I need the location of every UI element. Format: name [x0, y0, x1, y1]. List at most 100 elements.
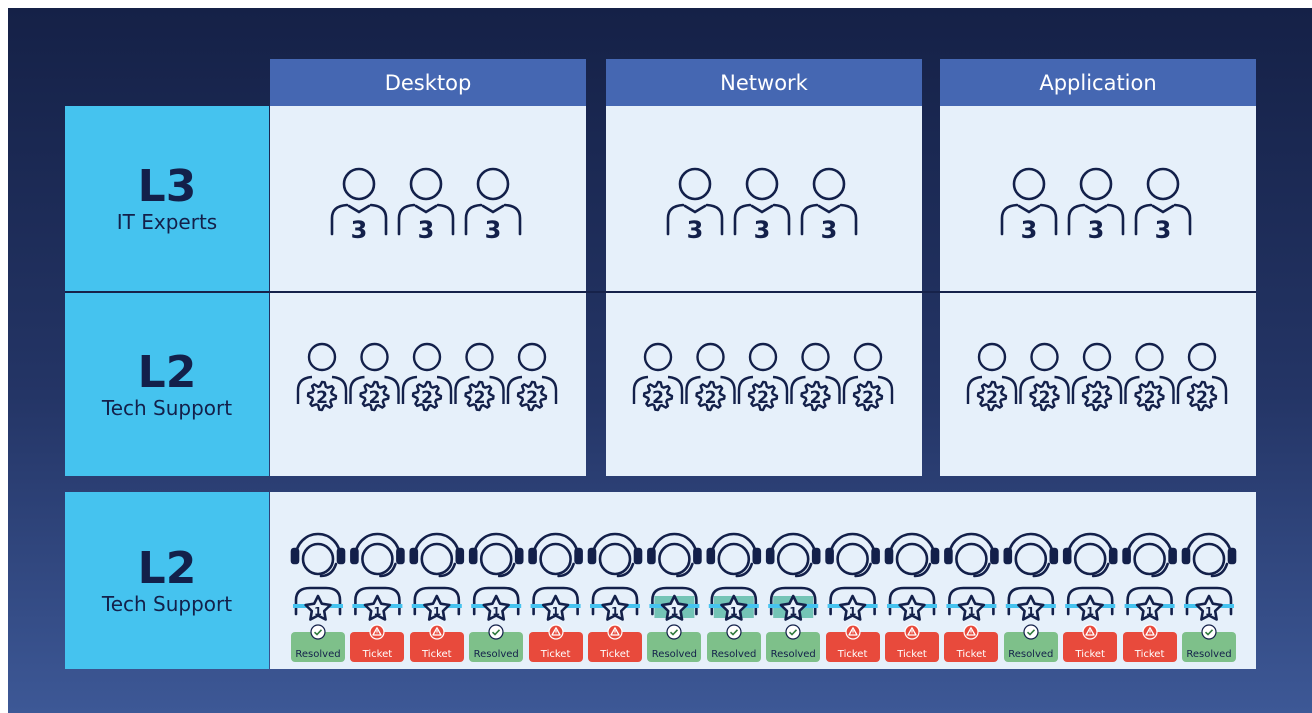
- row-divider: [65, 291, 1256, 293]
- user-icon: 3: [397, 167, 455, 244]
- status-label: Resolved: [473, 649, 519, 660]
- status-label: Resolved: [770, 649, 816, 660]
- badge-number: 2: [1196, 388, 1208, 408]
- headset-agent-icon: 1: [1062, 532, 1118, 621]
- gear-user-icon: 2: [506, 342, 558, 412]
- ticket-badge: Ticket: [409, 624, 464, 662]
- warning-icon: [844, 624, 861, 640]
- status-label: Ticket: [600, 649, 630, 660]
- badge-number: 2: [1091, 388, 1103, 408]
- badge-number: 1: [314, 605, 322, 618]
- checkmark-icon: [1201, 624, 1217, 640]
- badge-number: 1: [1027, 605, 1035, 618]
- ticket-badge: Ticket: [1122, 624, 1177, 662]
- column-header-application: Application: [940, 59, 1256, 106]
- status-label: Ticket: [837, 649, 868, 660]
- warning-icon: [547, 624, 564, 640]
- headset-agent-icon: 1: [706, 532, 762, 621]
- headset-agent-icon: 1: [1122, 532, 1177, 621]
- headset-agent-icon: 1: [825, 532, 880, 621]
- badge-number: 2: [474, 388, 486, 408]
- badge-number: 3: [1155, 216, 1172, 244]
- headset-agent-icon: 1: [290, 532, 346, 621]
- diagram-canvas: Desktop Network Application L3 IT Expert…: [8, 8, 1312, 713]
- warning-icon: [1141, 624, 1158, 640]
- badge-number: 1: [492, 605, 500, 618]
- ticket-badge: Ticket: [944, 624, 999, 662]
- gear-user-icon: 2: [1176, 342, 1228, 412]
- status-label: Ticket: [897, 649, 927, 660]
- badge-number: 1: [433, 605, 441, 618]
- column-label: Desktop: [384, 70, 472, 95]
- badge-number: 1: [552, 605, 560, 618]
- badge-number: 1: [789, 605, 797, 618]
- warning-icon: [963, 624, 979, 640]
- user-icon: 3: [800, 167, 858, 244]
- badge-number: 1: [968, 605, 976, 618]
- badge-number: 3: [351, 216, 368, 244]
- badge-number: 3: [485, 216, 502, 244]
- badge-number: 2: [652, 388, 664, 408]
- ticket-badge: Ticket: [1063, 624, 1118, 662]
- gear-user-icon: 2: [737, 342, 789, 412]
- checkmark-icon: [666, 624, 682, 640]
- headset-agent-icon: 1: [944, 532, 999, 621]
- level-title: IT Experts: [116, 209, 218, 234]
- resolved-badge: Resolved: [766, 624, 821, 662]
- ticket-badge: Ticket: [588, 624, 642, 662]
- checkmark-icon: [785, 624, 801, 640]
- gear-user-icon: 2: [1124, 342, 1175, 412]
- status-label: Ticket: [540, 649, 571, 660]
- warning-icon: [429, 624, 445, 640]
- badge-number: 2: [1144, 388, 1156, 408]
- gear-user-icon: 2: [454, 342, 505, 412]
- gear-user-icon: 2: [296, 342, 348, 412]
- row-header-bottom: L2 Tech Support: [65, 492, 269, 669]
- badge-number: 3: [821, 216, 838, 244]
- resolved-badge: Resolved: [647, 624, 702, 662]
- resolved-badge: Resolved: [1003, 624, 1058, 662]
- badge-number: 1: [1205, 605, 1213, 618]
- checkmark-icon: [310, 624, 326, 640]
- headset-agent-icon: 1: [468, 532, 524, 621]
- row-header-l2: L2 Tech Support: [65, 293, 269, 476]
- headset-agent-icon: 1: [350, 532, 405, 621]
- badge-number: 2: [986, 388, 998, 408]
- user-icon: 3: [1134, 167, 1192, 244]
- level-label: L2: [137, 542, 197, 594]
- checkmark-icon: [488, 624, 504, 640]
- status-label: Resolved: [651, 649, 697, 660]
- badge-number: 1: [908, 605, 916, 618]
- gear-user-icon: 2: [685, 342, 736, 412]
- gear-user-icon: 2: [966, 342, 1018, 412]
- badge-number: 1: [1146, 605, 1154, 618]
- user-icon: 3: [666, 167, 724, 244]
- gear-user-icon: 2: [349, 342, 400, 412]
- status-label: Ticket: [1134, 649, 1165, 660]
- badge-number: 3: [1088, 216, 1105, 244]
- badge-number: 3: [754, 216, 771, 244]
- resolved-badge: Resolved: [291, 624, 345, 662]
- status-label: Ticket: [1075, 649, 1105, 660]
- level-label: L3: [137, 160, 197, 212]
- badge-number: 3: [1021, 216, 1038, 244]
- badge-number: 1: [730, 605, 738, 618]
- ticket-badge: Ticket: [885, 624, 939, 662]
- resolved-badge: Resolved: [1182, 624, 1236, 662]
- badge-number: 2: [705, 388, 717, 408]
- badge-number: 1: [849, 605, 857, 618]
- checkmark-icon: [726, 624, 742, 640]
- badge-number: 2: [526, 388, 538, 408]
- status-label: Resolved: [1186, 649, 1232, 660]
- status-label: Ticket: [956, 649, 987, 660]
- badge-number: 3: [418, 216, 435, 244]
- status-label: Ticket: [422, 649, 452, 660]
- resolved-badge: Resolved: [469, 624, 524, 662]
- headset-agent-icon: 1: [528, 532, 583, 621]
- warning-icon: [369, 624, 385, 640]
- checkmark-icon: [1023, 624, 1039, 640]
- gear-user-icon: 2: [842, 342, 894, 412]
- badge-number: 2: [810, 388, 822, 408]
- user-icon: 3: [1067, 167, 1125, 244]
